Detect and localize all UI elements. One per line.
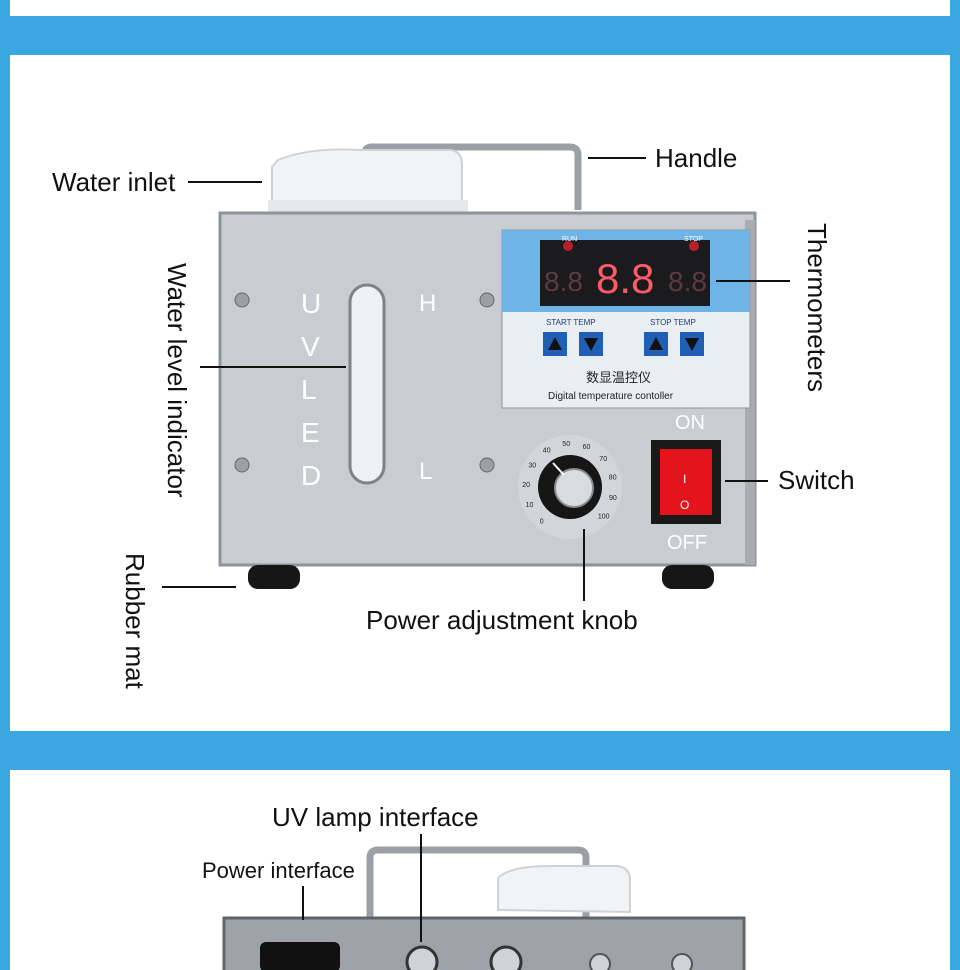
stop-label: STOP	[684, 236, 703, 243]
run-led	[563, 241, 573, 251]
controller-title-cn: 数显温控仪	[586, 370, 651, 385]
front-letter: U	[301, 288, 321, 319]
level-high-label: H	[419, 290, 436, 317]
knob-cap	[554, 468, 594, 508]
screw	[479, 457, 495, 473]
water-cap-base	[268, 200, 468, 212]
rubber-foot	[248, 565, 300, 589]
screw	[234, 292, 250, 308]
down-icon	[584, 338, 598, 351]
switch-on-label: ON	[675, 412, 705, 434]
front-letter: E	[301, 417, 320, 448]
level-low-label: L	[419, 458, 432, 485]
knob-pointer	[552, 462, 565, 476]
knob-scale: 0 10 20 30 40 50 60 70 80 90 100	[522, 441, 617, 526]
label-water-level-indicator: Water level indicator	[162, 263, 192, 498]
knob-scale-label: 70	[599, 456, 607, 463]
display-left: 8.8	[544, 266, 583, 297]
up-icon	[649, 337, 663, 350]
controller-title-en: Digital temperature contoller	[548, 391, 674, 402]
callout-line-switch	[725, 480, 768, 482]
callout-line-thermometers	[716, 280, 790, 282]
knob-scale-label: 30	[528, 462, 536, 469]
label-power-interface: Power interface	[202, 858, 355, 883]
knob-scale-label: 0	[540, 519, 544, 526]
uv-lamp-socket	[405, 945, 439, 970]
switch-i-mark: I	[683, 472, 686, 486]
callout-line-water-level	[200, 366, 346, 368]
knob-scale-label: 10	[526, 502, 534, 509]
callout-line-water-inlet	[188, 181, 262, 183]
callout-line-power-interface	[302, 886, 304, 920]
label-power-adjustment-knob: Power adjustment knob	[366, 605, 638, 635]
callout-line-rubber-mat	[162, 586, 236, 588]
display-right: 8.8	[668, 266, 707, 297]
handle-bar	[366, 846, 590, 920]
stop-led	[689, 241, 699, 251]
label-thermometers: Thermometers	[802, 223, 832, 393]
digital-display	[540, 240, 710, 306]
screw	[479, 292, 495, 308]
label-water-inlet: Water inlet	[52, 167, 176, 197]
connector	[671, 953, 693, 970]
callout-line-uv-lamp	[420, 834, 422, 942]
up-icon	[548, 337, 562, 350]
knob-scale-label: 20	[522, 482, 530, 489]
main-panel: U V L E D H L RUN STOP 8.8 8.8 8.8 START…	[10, 55, 950, 731]
water-cap	[271, 148, 463, 206]
water-cap	[497, 865, 631, 914]
start-temp-label: START TEMP	[546, 318, 596, 327]
uv-lamp-socket	[489, 945, 523, 970]
callout-line-handle	[588, 157, 646, 159]
top-panel	[10, 0, 950, 16]
water-level-glass	[348, 283, 386, 485]
label-rubber-mat: Rubber mat	[120, 553, 150, 689]
knob-scale-label: 60	[583, 444, 591, 451]
stop-temp-label: STOP TEMP	[650, 318, 696, 327]
front-letter: D	[301, 460, 321, 491]
knob-scale-label: 90	[609, 495, 617, 502]
front-letter: L	[301, 374, 317, 405]
knob-scale-label: 40	[543, 448, 551, 455]
bottom-panel: UV lamp interface Power interface	[10, 770, 950, 970]
knob-scale-label: 100	[598, 513, 610, 520]
switch-o-mark: O	[680, 498, 689, 512]
callout-line-knob	[583, 529, 585, 601]
knob-scale-label: 80	[609, 474, 617, 481]
device-back-illustration	[222, 846, 746, 970]
label-uv-lamp-interface: UV lamp interface	[272, 802, 479, 832]
front-letter: V	[301, 331, 320, 362]
run-label: RUN	[562, 236, 577, 243]
switch-off-label: OFF	[667, 532, 707, 554]
down-icon	[685, 338, 699, 351]
connector	[589, 953, 611, 970]
power-socket	[260, 942, 340, 970]
display-mid: 8.8	[596, 255, 654, 302]
label-switch: Switch	[778, 465, 855, 495]
switch-rocker	[660, 449, 712, 515]
device-illustration: U V L E D H L RUN STOP 8.8 8.8 8.8 START…	[218, 143, 757, 589]
label-handle: Handle	[655, 143, 738, 173]
knob-scale-label: 50	[562, 441, 570, 448]
rubber-foot	[662, 565, 714, 589]
screw	[234, 457, 250, 473]
